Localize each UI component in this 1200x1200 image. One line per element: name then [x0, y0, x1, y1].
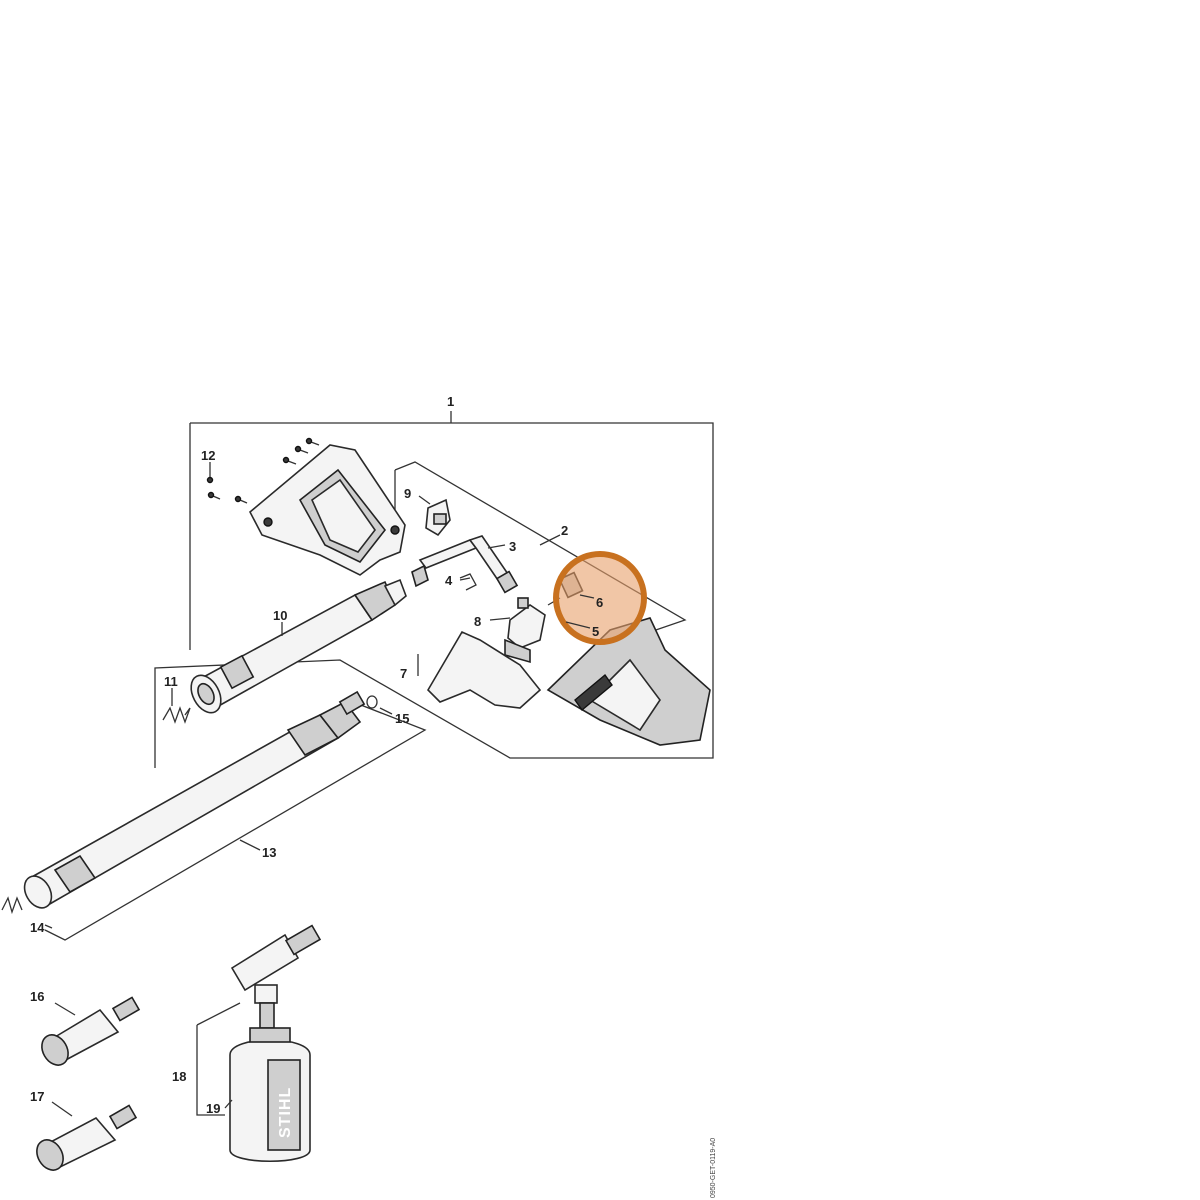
callout-4: 4 — [445, 573, 453, 588]
callout-13: 13 — [262, 845, 276, 860]
callout-5: 5 — [592, 624, 599, 639]
callout-16: 16 — [30, 989, 44, 1004]
callout-9: 9 — [404, 486, 411, 501]
foam-bottle-part-19 — [229, 1027, 311, 1162]
callout-1: 1 — [447, 394, 454, 409]
callout-14: 14 — [30, 920, 45, 935]
callout-18: 18 — [172, 1069, 186, 1084]
spring-part-11 — [162, 706, 191, 724]
callout-11: 11 — [164, 674, 178, 689]
screws-part-12 — [206, 437, 320, 504]
leader-lines — [44, 495, 595, 1117]
assembly-1-frame — [154, 411, 714, 768]
clip-part-4 — [459, 573, 477, 591]
nozzle-part-16 — [41, 996, 141, 1066]
trigger-part-7 — [426, 630, 542, 709]
assembly-18-frame — [196, 1002, 241, 1116]
pipe-part-3 — [411, 535, 519, 594]
callout-6: 6 — [596, 595, 603, 610]
nozzle-part-17 — [36, 1104, 138, 1171]
callout-10: 10 — [273, 608, 287, 623]
valve-body-part-8 — [504, 597, 546, 664]
seal-ring-part-15 — [366, 695, 378, 709]
callout-12: 12 — [201, 448, 215, 463]
callout-7: 7 — [400, 666, 407, 681]
callout-15: 15 — [395, 711, 409, 726]
highlight-marker — [553, 551, 647, 645]
document-id: 0950-GET-0119-A0 — [710, 1138, 717, 1198]
valve-part-9 — [425, 498, 451, 537]
callout-8: 8 — [474, 614, 481, 629]
spring-part-14 — [1, 896, 23, 915]
foam-nozzle-part-18 — [230, 924, 322, 1029]
handle-shell — [248, 444, 406, 576]
lance-part-10 — [190, 578, 407, 714]
grip-body-part-2 — [546, 617, 711, 746]
callout-19: 19 — [206, 1101, 220, 1116]
bottle-brand-label: STIHL — [277, 1087, 294, 1138]
extension-lance-part-13 — [23, 690, 366, 909]
callout-3: 3 — [509, 539, 516, 554]
callout-17: 17 — [30, 1089, 44, 1104]
callout-2: 2 — [561, 523, 568, 538]
assembly-13-frame — [44, 699, 427, 941]
